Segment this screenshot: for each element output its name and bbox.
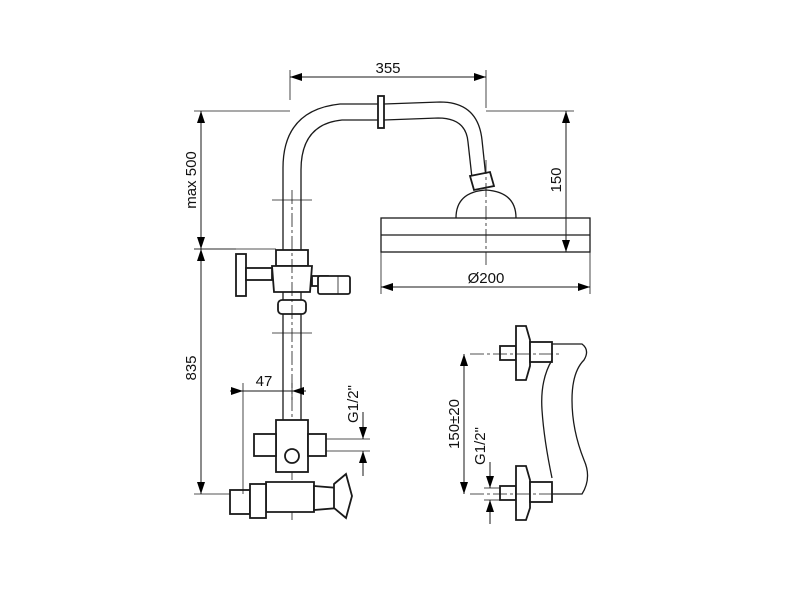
spout-arm-inner xyxy=(383,117,473,179)
lower-connector-nut xyxy=(499,485,517,501)
riser-pipe-inner xyxy=(300,119,385,255)
diverter-stem-left xyxy=(245,267,273,281)
dimension-max-500: max 500 xyxy=(183,110,290,250)
dimension-835: 835 xyxy=(183,248,236,495)
thread-right-label: G1/2" xyxy=(472,427,489,465)
mixer-upper-body xyxy=(275,419,309,473)
dimension-thread-right: G1/2" xyxy=(472,427,500,524)
diverter-lever xyxy=(317,275,351,295)
mixer-upper-outlet xyxy=(307,433,327,457)
head-height-label: 150 xyxy=(548,167,565,192)
dimension-d200: Ø200 xyxy=(380,252,591,294)
dimension-thread-left: G1/2" xyxy=(326,385,370,476)
eccentric-spacing-label: 150±20 xyxy=(446,399,463,449)
upper-connector-body xyxy=(529,341,553,363)
riser-pipe-outer xyxy=(282,103,385,255)
side-view-assembly xyxy=(470,325,589,521)
mixer-upper-handle xyxy=(253,433,277,457)
dimension-47: 47 xyxy=(230,373,306,494)
mixer-upper-cap xyxy=(284,448,300,464)
dimension-355: 355 xyxy=(289,60,487,108)
upper-wall-flange xyxy=(515,325,531,381)
mixer-lower-body xyxy=(265,481,315,513)
lower-connector-body xyxy=(529,481,553,503)
ball-joint xyxy=(468,170,496,192)
upper-connector-nut xyxy=(499,345,517,361)
cross-handle xyxy=(333,472,353,520)
inlet-offset-label: 47 xyxy=(256,373,273,390)
swivel-joint xyxy=(377,95,385,129)
dimension-150: 150 xyxy=(486,110,590,253)
mixer-inlet-left xyxy=(229,489,251,515)
spout-arm-outer xyxy=(383,101,487,179)
riser-height-label: max 500 xyxy=(183,151,200,209)
lower-wall-flange xyxy=(515,465,531,521)
mixer-profile-outer xyxy=(552,343,589,495)
mixer-height-label: 835 xyxy=(183,355,200,380)
head-diameter-label: Ø200 xyxy=(468,270,505,287)
spout-reach-label: 355 xyxy=(375,60,400,77)
thread-left-label: G1/2" xyxy=(345,385,362,423)
mixer-profile-inner xyxy=(541,359,553,479)
dimension-150-20: 150±20 xyxy=(446,354,468,494)
diverter-knob-left xyxy=(235,253,247,297)
riser-assembly xyxy=(229,95,591,520)
mixer-flange-left xyxy=(249,483,267,519)
